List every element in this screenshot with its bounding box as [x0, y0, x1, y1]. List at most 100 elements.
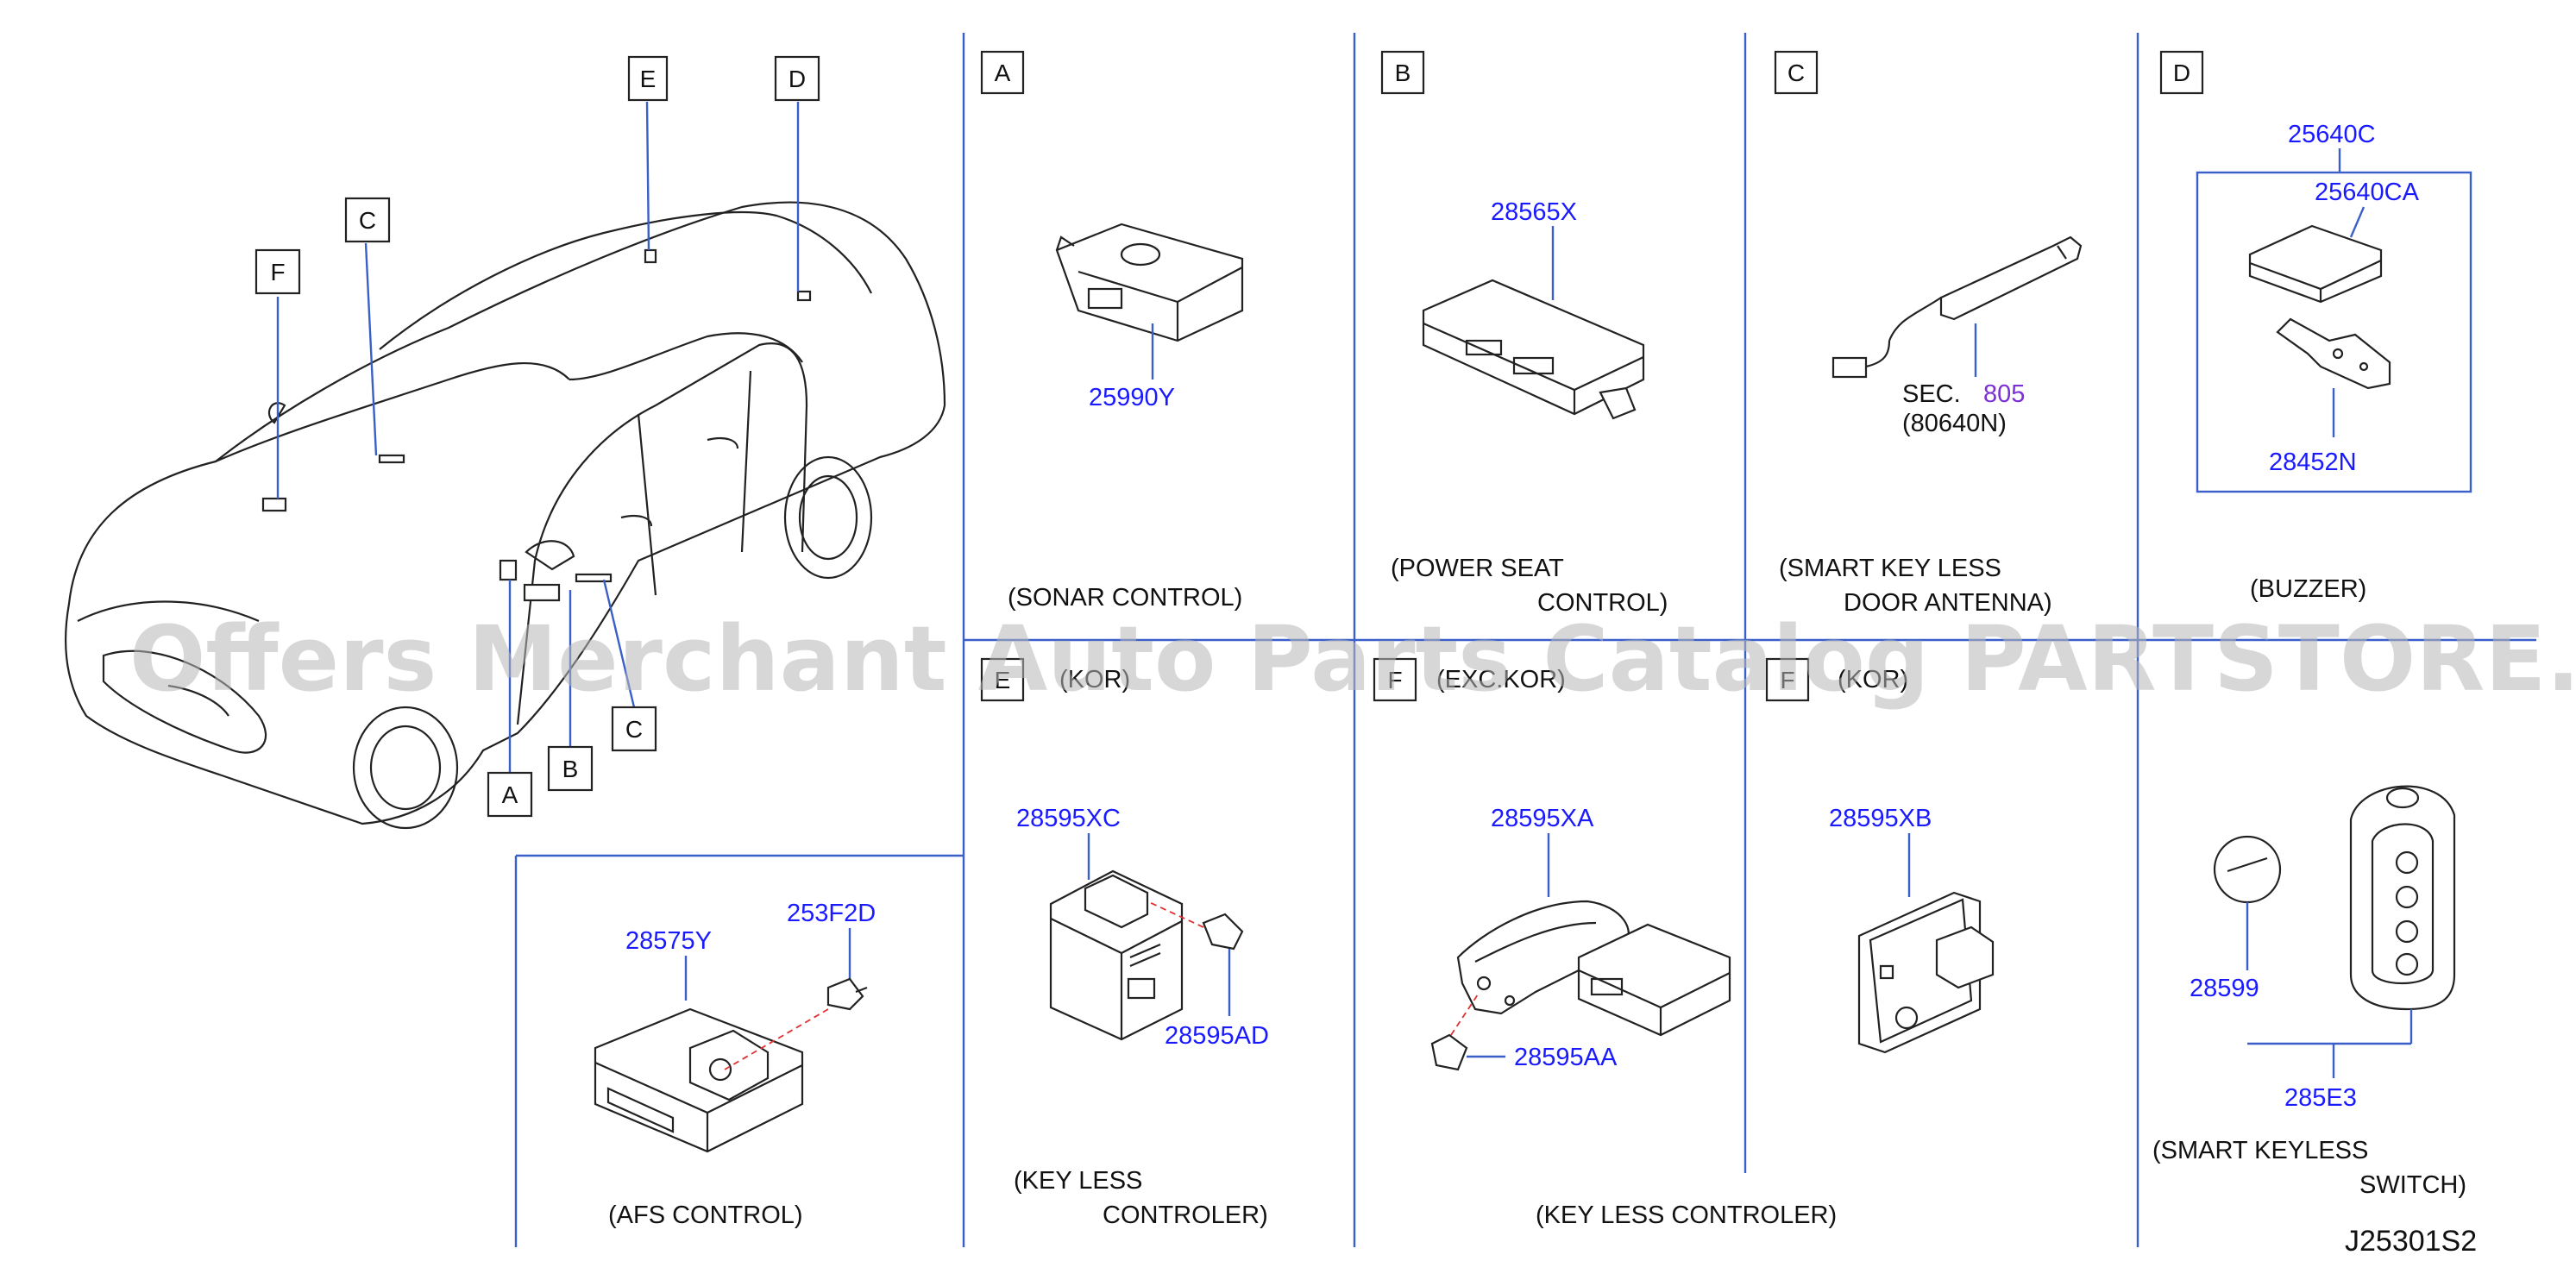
key-less-controller-exc-kor: [1456, 900, 1731, 1037]
sonar-control-module: [1055, 223, 1244, 342]
svg-text:E: E: [640, 66, 657, 92]
callout-c: C: [344, 197, 391, 243]
part-number-28565x: 28565X: [1491, 198, 1577, 226]
callout-d: D: [774, 55, 820, 102]
panel-b-caption-line2: CONTROL): [1537, 589, 1668, 617]
sensor-a-marker: [499, 559, 518, 581]
panel-e-variant: (KOR): [1059, 666, 1130, 693]
lock-button-icon: [2395, 850, 2419, 875]
svg-text:B: B: [562, 756, 579, 782]
trunk-button-icon: [2395, 919, 2419, 944]
panel-c-sec-label: SEC.: [1902, 380, 1961, 408]
sensor-d-marker: [796, 290, 812, 302]
infiniti-logo-icon: [2385, 787, 2420, 809]
panel-switch-caption-line1: (SMART KEYLESS: [2152, 1137, 2368, 1164]
panel-b: B 28565X (POWER SEAT CONTROL): [1380, 50, 1668, 617]
sensor-c-marker: [378, 454, 405, 464]
callout-f: F: [254, 248, 301, 295]
panel-d-caption: (BUZZER): [2250, 575, 2366, 603]
panel-f2-label-box: [1765, 657, 1810, 702]
panel-f1-variant: (EXC.KOR): [1436, 666, 1566, 693]
panel-c-sec-number: 805: [1983, 380, 2025, 408]
part-number-28575y: 28575Y: [625, 927, 712, 955]
panel-d-label-box: [2159, 50, 2204, 95]
panel-f1-letter: F: [1387, 667, 1402, 693]
panel-b-label-box: [1380, 50, 1425, 95]
panel-b-letter: B: [1395, 60, 1411, 86]
panel-c: C SEC. 805 (80640N) (SMART KEY LESS DOOR…: [1774, 50, 2083, 617]
panel-afs-caption: (AFS CONTROL): [608, 1202, 803, 1229]
panic-button-icon: [2395, 952, 2419, 976]
panel-d: D 25640C 25640CA 28452N (BUZZER): [2159, 50, 2472, 603]
part-number-25640ca: 25640CA: [2315, 179, 2420, 206]
panel-switch: 28599 285E3 (SMART KEYLESS SWITCH): [2152, 785, 2466, 1199]
key-less-controller-exc-kor-screw: [1430, 1033, 1468, 1071]
panel-a-letter: A: [995, 60, 1011, 86]
panel-c-label-box: [1774, 50, 1819, 95]
svg-text:C: C: [625, 716, 643, 743]
svg-text:A: A: [502, 781, 518, 808]
diagram-code: J25301S2: [2345, 1225, 2477, 1258]
svg-text:D: D: [789, 66, 806, 92]
panel-a-caption: (SONAR CONTROL): [1008, 584, 1242, 612]
panel-f1-label-box: [1373, 657, 1417, 702]
sensor-e-marker: [644, 248, 657, 264]
panel-f-caption: (KEY LESS CONTROLER): [1536, 1202, 1837, 1229]
part-number-28595aa: 28595AA: [1514, 1044, 1618, 1071]
part-number-28595xa: 28595XA: [1491, 805, 1594, 832]
panel-c-caption-line1: (SMART KEY LESS: [1779, 555, 2001, 582]
callout-c2: C: [611, 706, 657, 752]
part-number-28595xc: 28595XC: [1016, 805, 1121, 832]
svg-text:F: F: [270, 259, 285, 285]
callout-b: B: [547, 745, 594, 792]
panel-afs: 28575Y 253F2D (AFS CONTROL): [594, 900, 876, 1229]
key-less-controller-screw: [1202, 913, 1244, 951]
svg-text:C: C: [359, 207, 376, 234]
smart-key-fob: [2349, 785, 2456, 1011]
key-less-controller-kor-board: [1857, 891, 1995, 1054]
panel-f2-letter: F: [1780, 667, 1794, 693]
panel-e-caption-line1: (KEY LESS: [1014, 1167, 1142, 1195]
part-number-25640c: 25640C: [2288, 121, 2376, 148]
afs-screw: [826, 977, 868, 1011]
key-less-controller-kor: [1049, 869, 1184, 1041]
sensor-b-marker: [523, 583, 561, 602]
part-number-253f2d: 253F2D: [787, 900, 876, 927]
panel-a-label-box: [980, 50, 1025, 95]
panel-c-sec-ref: (80640N): [1902, 410, 2007, 437]
panel-switch-caption-line2: SWITCH): [2359, 1171, 2466, 1199]
panel-f-kor: F (KOR) 28595XB: [1765, 657, 1995, 1054]
panel-c-caption-line2: DOOR ANTENNA): [1844, 589, 2052, 617]
vehicle-overview: E D C F A B C: [64, 55, 946, 830]
sensor-f-marker: [261, 497, 287, 512]
panel-a: A 25990Y (SONAR CONTROL): [980, 50, 1244, 612]
car-outline: [64, 201, 946, 830]
panel-c-letter: C: [1787, 60, 1805, 86]
panel-d-letter: D: [2173, 60, 2190, 86]
buzzer-bracket: [2276, 317, 2391, 390]
coin-battery: [2213, 835, 2282, 904]
afs-control-module: [594, 1007, 804, 1153]
part-number-25990y: 25990Y: [1089, 384, 1175, 411]
door-antenna-part: [1831, 235, 2083, 379]
sensor-c2-marker: [575, 573, 613, 583]
part-number-28599: 28599: [2190, 975, 2259, 1002]
panel-e-label-box: [980, 657, 1025, 702]
panel-e-caption-line2: CONTROLER): [1103, 1202, 1268, 1229]
panel-e: E (KOR) 28595XC 28595AD (KEY LESS CONTRO…: [980, 657, 1269, 1229]
unlock-button-icon: [2395, 885, 2419, 909]
callout-e: E: [627, 55, 669, 102]
watermark: Offers Merchant Auto Parts Catalog PARTS…: [129, 606, 2576, 712]
callout-a: A: [487, 771, 533, 818]
panel-grid: [514, 33, 2536, 1247]
panel-f2-variant: (KOR): [1838, 666, 1908, 693]
part-number-285e3: 285E3: [2284, 1084, 2357, 1112]
panel-f-exc-kor: F (EXC.KOR) 28595XA 28595AA: [1373, 657, 1731, 1071]
part-number-28595ad: 28595AD: [1165, 1022, 1269, 1050]
part-number-28452n: 28452N: [2269, 449, 2357, 476]
panel-e-letter: E: [995, 667, 1011, 693]
panel-b-caption-line1: (POWER SEAT: [1391, 555, 1564, 582]
buzzer-unit: [2248, 224, 2383, 304]
part-number-28595xb: 28595XB: [1829, 805, 1932, 832]
